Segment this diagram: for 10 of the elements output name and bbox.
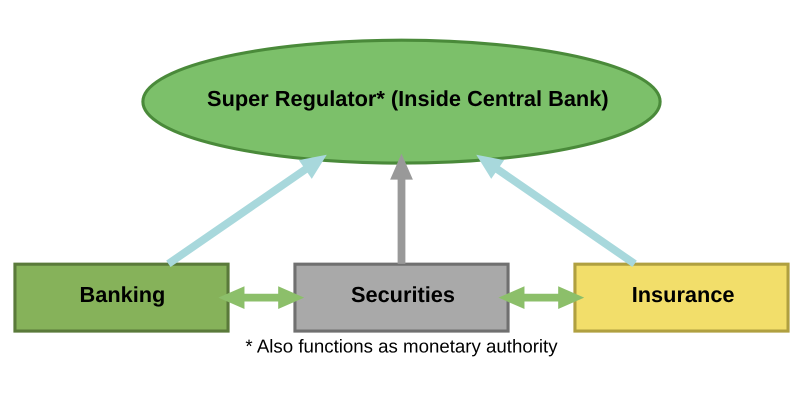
arrow <box>166 154 327 268</box>
node-box: Banking <box>13 262 230 333</box>
node-box: Insurance <box>573 262 790 333</box>
arrow <box>476 154 637 268</box>
node-box: Securities <box>293 262 510 333</box>
caption: * Also functions as monetary authority <box>245 335 558 356</box>
arrow <box>390 154 413 264</box>
arrow <box>218 286 304 310</box>
node-ellipse: Super Regulator* (Inside Central Bank) <box>141 38 662 165</box>
arrow <box>498 286 584 310</box>
